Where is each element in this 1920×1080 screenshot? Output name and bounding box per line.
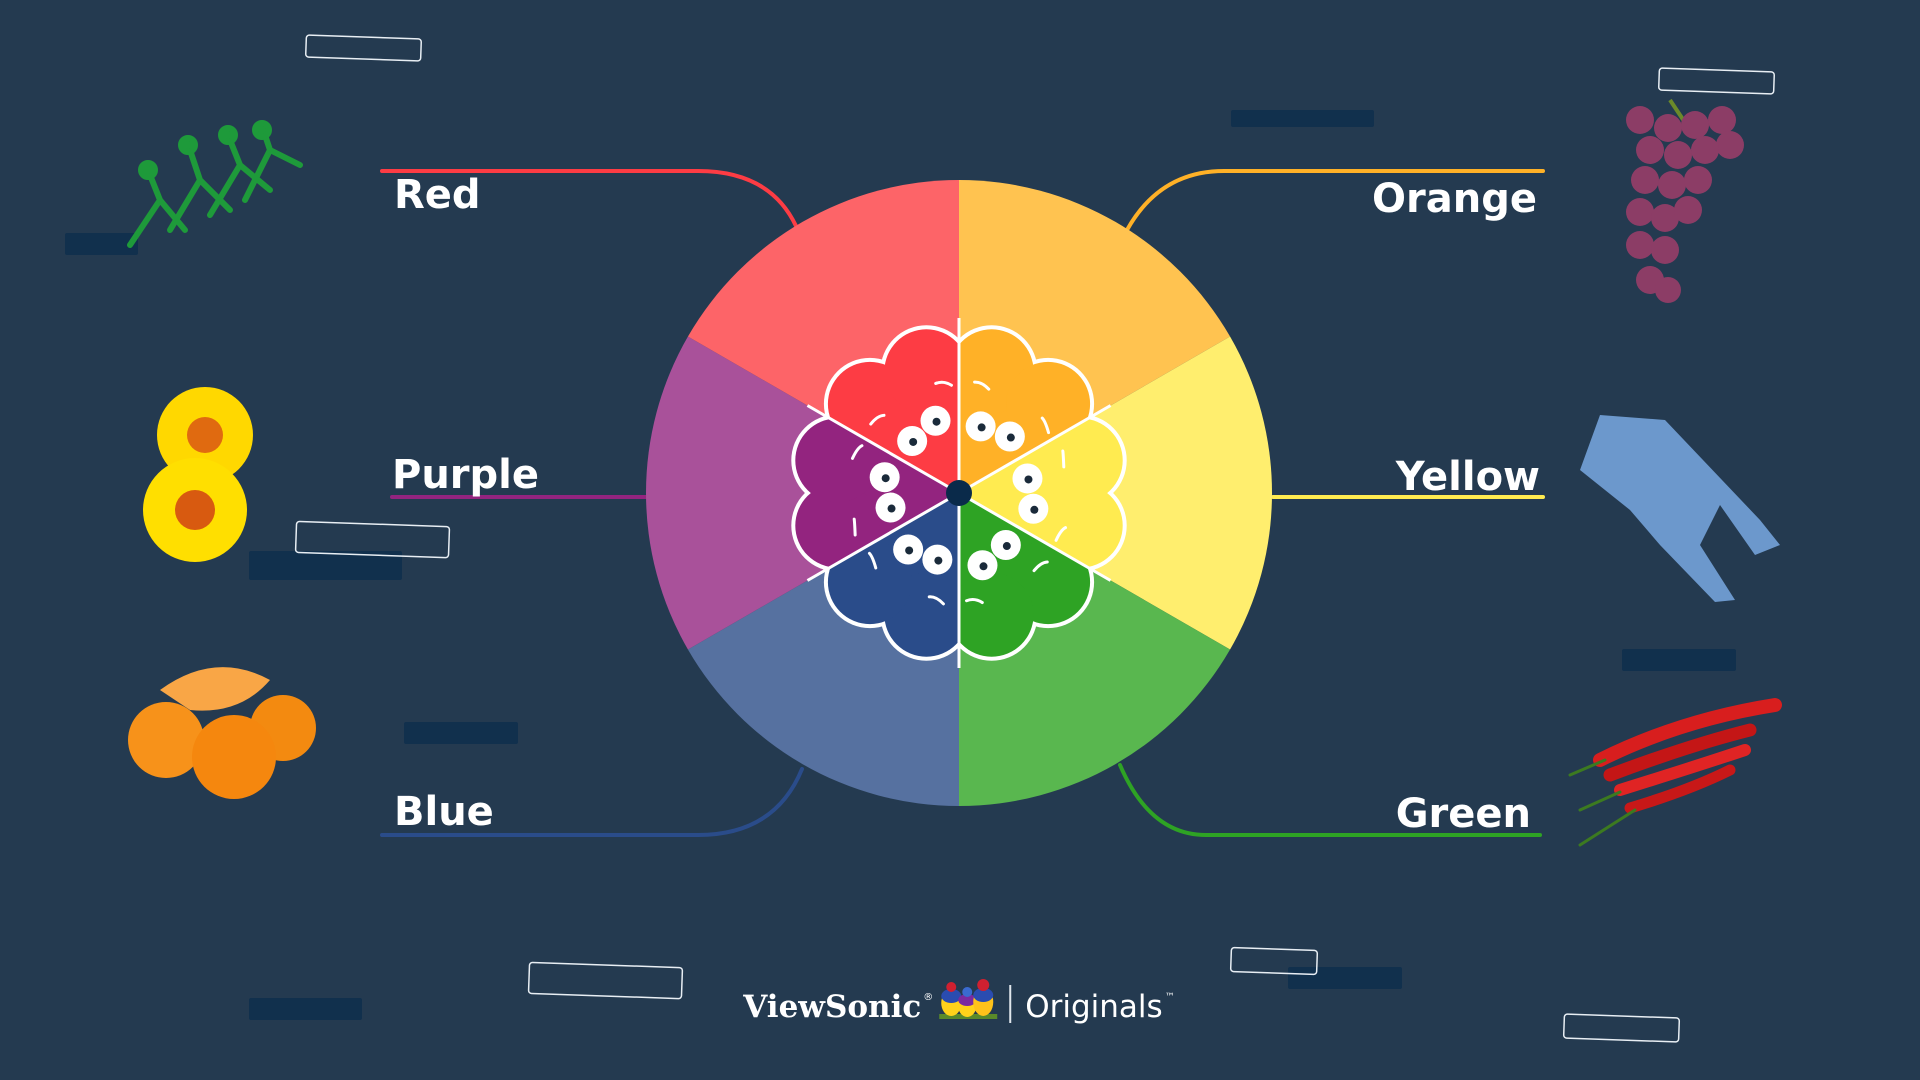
deco-outline	[1562, 1013, 1681, 1043]
connector-lines	[380, 169, 1545, 837]
deco-bar	[1622, 649, 1736, 671]
label-orange: Orange	[1372, 176, 1537, 222]
face-yellow	[1012, 449, 1068, 542]
decorations	[65, 34, 1775, 1043]
oranges-image	[128, 667, 316, 799]
logo-registered: ®	[923, 992, 933, 1003]
deco-outline	[1658, 67, 1775, 95]
orange-connector	[1125, 169, 1545, 232]
face-blue	[867, 534, 953, 606]
wheel-segment-purple	[645, 336, 959, 650]
deco-bar	[65, 233, 138, 255]
green-connector	[1118, 763, 1542, 837]
viewsonic-originals-logo: ViewSonic ® Originals ™	[742, 979, 1175, 1025]
face-green	[965, 530, 1049, 605]
center-dot	[946, 480, 972, 506]
label-blue: Blue	[394, 789, 494, 835]
color-wheel	[645, 179, 1272, 806]
deco-outline	[294, 520, 451, 559]
label-yellow: Yellow	[1395, 454, 1540, 500]
deco-bar	[1231, 110, 1374, 127]
grapes-image	[1626, 98, 1744, 303]
blue-connector	[380, 767, 804, 837]
deco-bar	[249, 998, 362, 1020]
deco-bar	[404, 722, 518, 744]
label-purple: Purple	[392, 452, 539, 498]
jeans-image	[1580, 415, 1780, 602]
face-red	[869, 380, 953, 456]
label-red: Red	[394, 172, 481, 218]
deco-bar	[1288, 967, 1402, 989]
deco-outline	[527, 961, 684, 1000]
wheel-segment-yellow	[959, 336, 1272, 650]
logo-trademark: ™	[1165, 992, 1175, 1003]
face-orange	[965, 380, 1051, 452]
toy-soldiers-image	[127, 120, 303, 248]
logo-series: Originals	[1025, 989, 1162, 1025]
birds-icon	[939, 979, 998, 1019]
red-connector	[380, 169, 798, 228]
face-purple	[850, 444, 906, 537]
deco-outline	[1229, 946, 1319, 976]
logo-divider	[1009, 985, 1012, 1023]
sunflowers-image	[143, 387, 253, 562]
deco-bar	[249, 551, 402, 580]
logo-brand: ViewSonic	[742, 989, 921, 1025]
deco-outline	[305, 34, 422, 62]
label-green: Green	[1396, 791, 1531, 837]
chili-peppers-image	[1568, 698, 1782, 847]
